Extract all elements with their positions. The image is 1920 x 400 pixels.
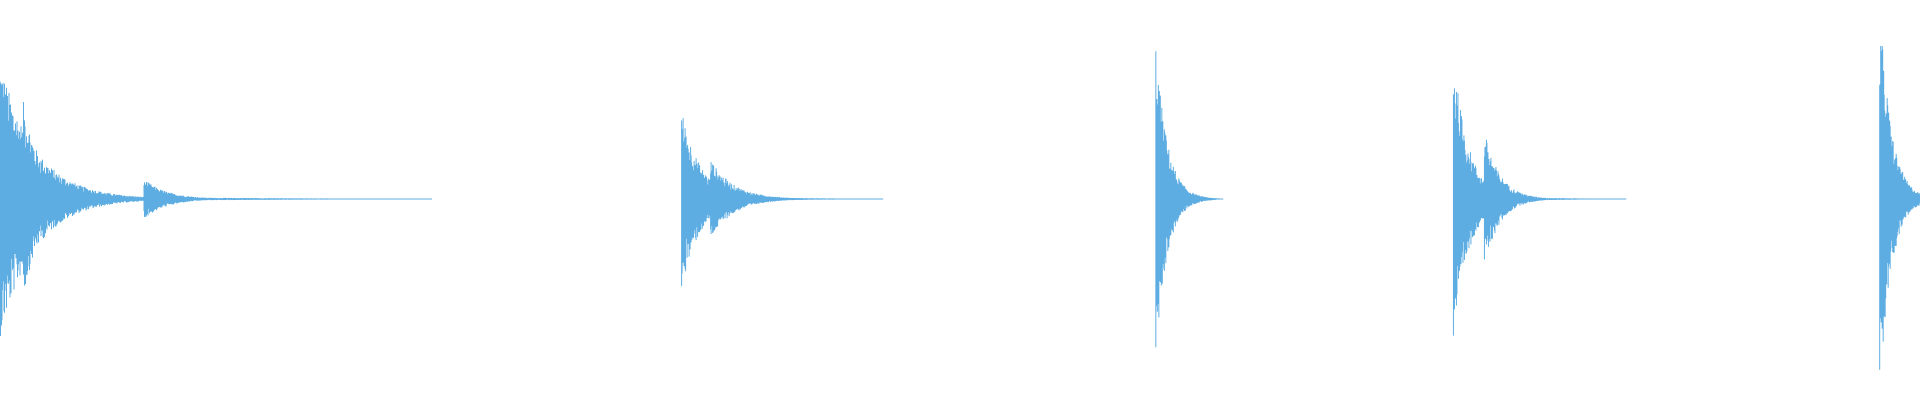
waveform-event-4 [1452,88,1627,336]
waveform-burst-5 [1879,45,1920,370]
waveform-event-1 [0,81,432,337]
waveform-burst-2 [681,118,854,287]
waveform-events [0,45,1920,370]
waveform-event-3 [1155,51,1224,348]
waveform-event-5 [1879,45,1920,370]
waveform-burst-4 [1452,88,1599,336]
waveform-burst-1 [0,81,367,337]
waveform-event-2 [681,118,884,287]
